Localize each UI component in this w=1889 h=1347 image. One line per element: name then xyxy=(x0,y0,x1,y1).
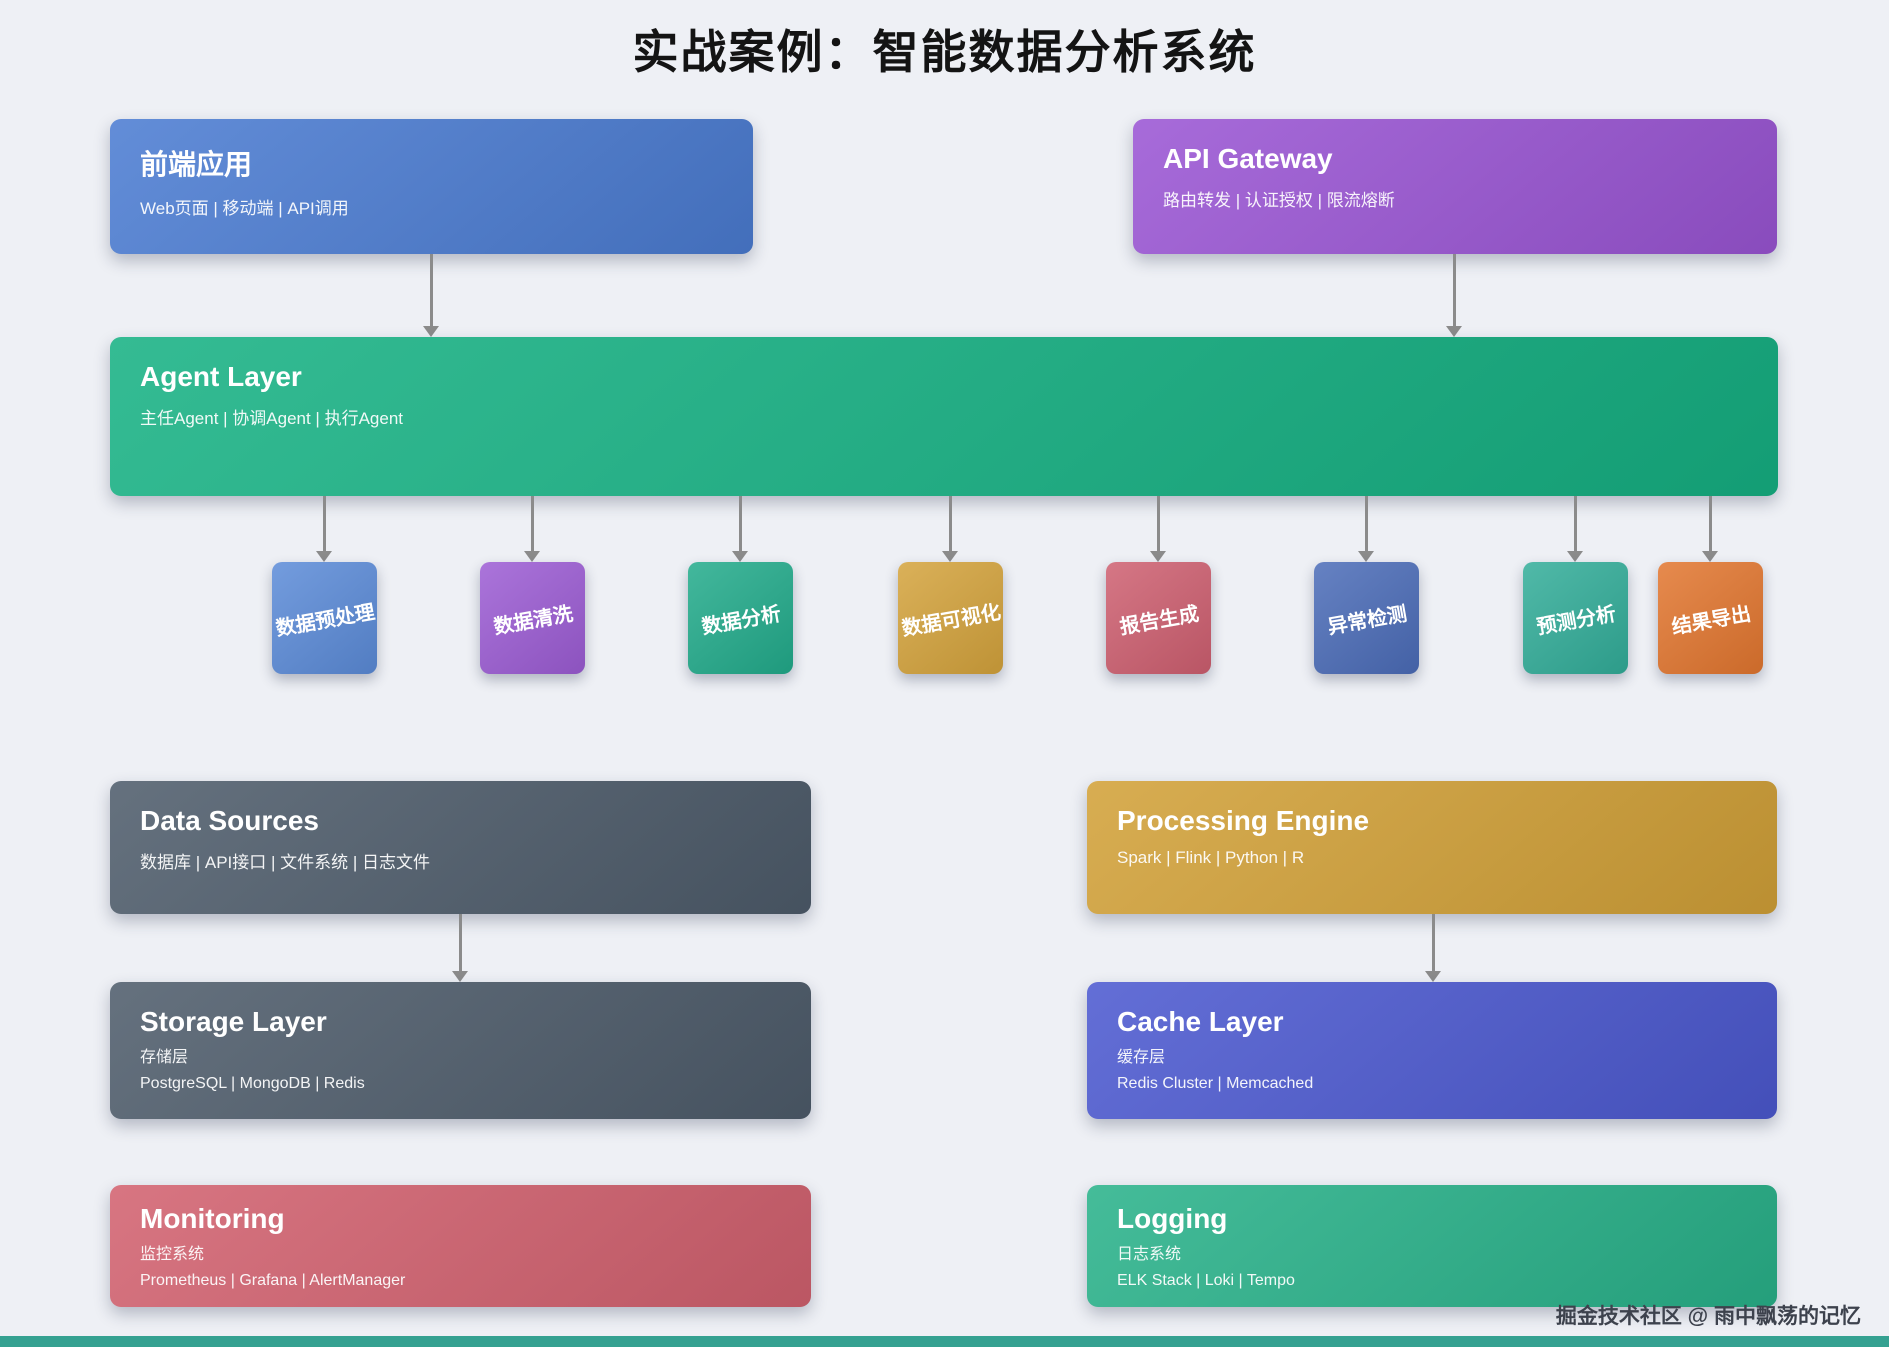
node-agent-layer-subtitle: 主任Agent | 协调Agent | 执行Agent xyxy=(140,409,404,428)
node-api-gateway-subtitle: 路由转发 | 认证授权 | 限流熔断 xyxy=(1163,191,1395,210)
node-logging-line2: ELK Stack | Loki | Tempo xyxy=(1117,1272,1295,1290)
node-agent-layer-title: Agent Layer xyxy=(140,361,302,392)
node-logging-title: Logging xyxy=(1117,1203,1228,1234)
task-export: 结果导出 xyxy=(1658,562,1763,674)
footer-bar xyxy=(0,1336,1889,1347)
node-monitoring-title: Monitoring xyxy=(140,1203,285,1234)
arrow-agent-to-task-clean xyxy=(530,496,534,552)
node-frontend-subtitle: Web页面 | 移动端 | API调用 xyxy=(140,199,349,218)
task-report: 报告生成 xyxy=(1106,562,1211,674)
arrow-agent-to-task-predict xyxy=(1573,496,1577,552)
node-cache-layer-line2: Redis Cluster | Memcached xyxy=(1117,1075,1314,1093)
arrow-agent-to-task-report xyxy=(1156,496,1160,552)
page-title: 实战案例：智能数据分析系统 xyxy=(632,26,1257,78)
task-predict-label: 预测分析 xyxy=(1534,602,1618,639)
arrow-agent-to-task-analyze xyxy=(738,496,742,552)
arrow-datasources-to-storage xyxy=(458,914,462,972)
task-analyze-label: 数据分析 xyxy=(699,602,783,639)
task-report-label: 报告生成 xyxy=(1117,602,1201,639)
arrow-frontend-to-agent xyxy=(429,254,433,327)
task-preprocess-label: 数据预处理 xyxy=(273,600,377,640)
arrow-agent-to-task-preprocess xyxy=(322,496,326,552)
node-data-sources-subtitle: 数据库 | API接口 | 文件系统 | 日志文件 xyxy=(140,853,430,872)
node-monitoring: Monitoring 监控系统 Prometheus | Grafana | A… xyxy=(110,1185,811,1307)
node-cache-layer: Cache Layer 缓存层 Redis Cluster | Memcache… xyxy=(1087,982,1777,1119)
task-anomaly: 异常检测 xyxy=(1314,562,1419,674)
watermark: 掘金技术社区 @ 雨中飘荡的记忆 xyxy=(1555,1305,1861,1328)
arrow-processing-to-cache xyxy=(1431,914,1435,972)
arrow-agent-to-task-export xyxy=(1708,496,1712,552)
node-storage-layer-line1: 存储层 xyxy=(140,1049,189,1066)
node-storage-layer-title: Storage Layer xyxy=(140,1006,327,1037)
task-visualize: 数据可视化 xyxy=(898,562,1003,674)
node-api-gateway-title: API Gateway xyxy=(1163,143,1333,174)
node-data-sources-title: Data Sources xyxy=(140,805,319,836)
task-visualize-label: 数据可视化 xyxy=(899,600,1003,640)
node-cache-layer-line1: 缓存层 xyxy=(1117,1049,1166,1066)
node-logging: Logging 日志系统 ELK Stack | Loki | Tempo xyxy=(1087,1185,1777,1307)
node-monitoring-line1: 监控系统 xyxy=(140,1246,205,1263)
node-api-gateway: API Gateway 路由转发 | 认证授权 | 限流熔断 xyxy=(1133,119,1777,254)
node-frontend-title: 前端应用 xyxy=(140,149,253,180)
node-agent-layer: Agent Layer 主任Agent | 协调Agent | 执行Agent xyxy=(110,337,1778,496)
arrow-apigateway-to-agent xyxy=(1452,254,1456,327)
node-data-sources: Data Sources 数据库 | API接口 | 文件系统 | 日志文件 xyxy=(110,781,811,914)
node-monitoring-line2: Prometheus | Grafana | AlertManager xyxy=(140,1272,406,1290)
node-processing-engine: Processing Engine Spark | Flink | Python… xyxy=(1087,781,1777,914)
task-predict: 预测分析 xyxy=(1523,562,1628,674)
node-frontend: 前端应用 Web页面 | 移动端 | API调用 xyxy=(110,119,753,254)
node-processing-engine-subtitle: Spark | Flink | Python | R xyxy=(1117,848,1305,867)
task-analyze: 数据分析 xyxy=(688,562,793,674)
task-anomaly-label: 异常检测 xyxy=(1325,602,1409,639)
task-export-label: 结果导出 xyxy=(1669,602,1753,639)
node-logging-line1: 日志系统 xyxy=(1117,1246,1182,1263)
node-cache-layer-title: Cache Layer xyxy=(1117,1006,1284,1037)
arrow-agent-to-task-visualize xyxy=(948,496,952,552)
node-processing-engine-title: Processing Engine xyxy=(1117,805,1370,836)
task-clean-label: 数据清洗 xyxy=(491,602,575,639)
task-clean: 数据清洗 xyxy=(480,562,585,674)
arrow-agent-to-task-anomaly xyxy=(1364,496,1368,552)
task-preprocess: 数据预处理 xyxy=(272,562,377,674)
node-storage-layer: Storage Layer 存储层 PostgreSQL | MongoDB |… xyxy=(110,982,811,1119)
node-storage-layer-line2: PostgreSQL | MongoDB | Redis xyxy=(140,1075,365,1093)
